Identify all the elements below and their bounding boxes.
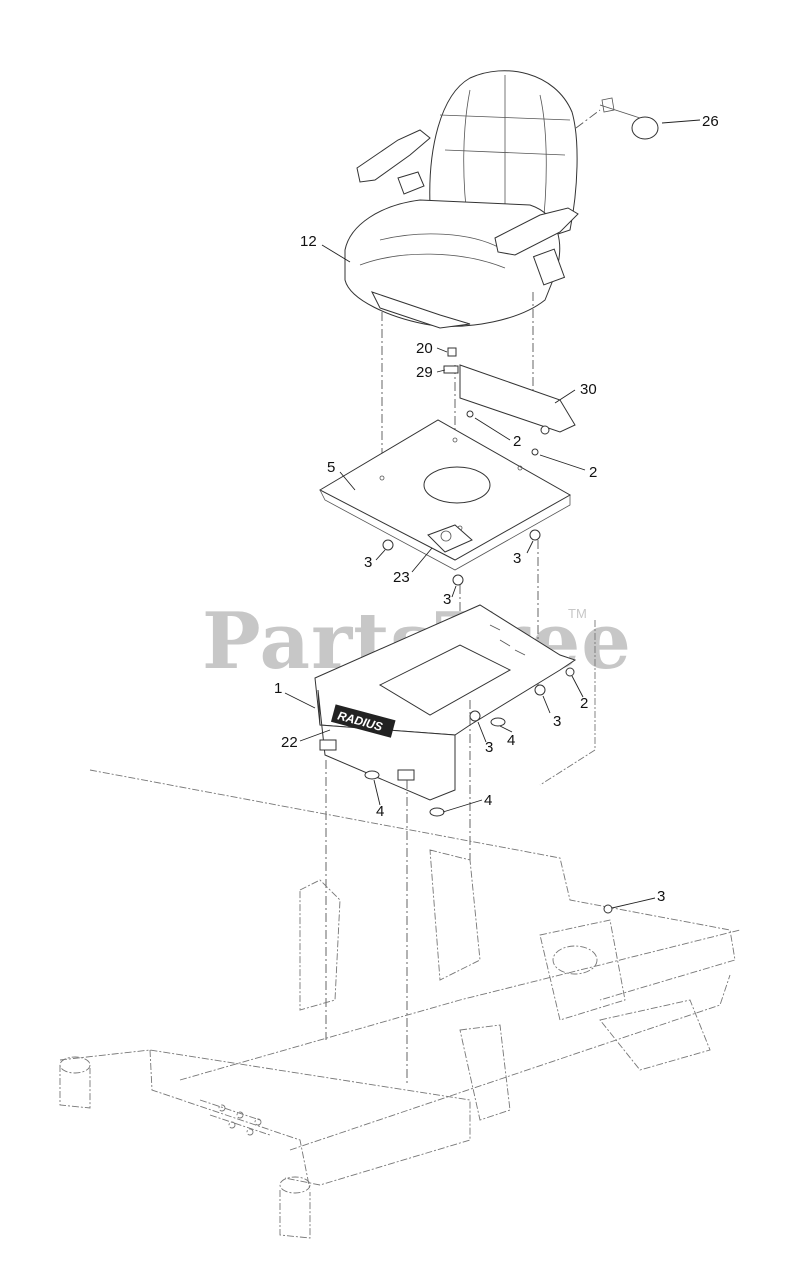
nuts-3: [382, 529, 541, 586]
callout-2-base: 2: [580, 695, 588, 712]
callout-20: 20: [416, 340, 433, 357]
callout-1: 1: [274, 680, 282, 697]
callout-labels: 26 12 20 29 30 2 2 5 3 23 3 3 1 22 2 3 3…: [274, 113, 719, 905]
callout-22: 22: [281, 734, 298, 751]
callout-5: 5: [327, 459, 335, 476]
leader-lines: [284, 119, 701, 909]
callout-2-plate: 2: [589, 464, 597, 481]
callout-2-upper: 2: [513, 433, 521, 450]
part-2-pin: [466, 410, 474, 418]
part-30-plate: [459, 364, 576, 433]
hardware-20-29: [443, 347, 459, 374]
callout-3-base-center: 3: [485, 739, 493, 756]
callout-3-left: 3: [364, 554, 372, 571]
seat-assembly: [344, 70, 579, 329]
hardware-base: [364, 667, 575, 817]
callout-3-frame: 3: [657, 888, 665, 905]
mower-frame: [59, 769, 741, 1239]
callout-3-right: 3: [513, 550, 521, 567]
callout-30: 30: [580, 381, 597, 398]
callout-12: 12: [300, 233, 317, 250]
callout-26: 26: [702, 113, 719, 130]
callout-4-base-center: 4: [507, 732, 515, 749]
part-26-knob: [575, 97, 659, 140]
callout-3-base-right: 3: [553, 713, 561, 730]
part-2-pin: [531, 448, 539, 456]
part-1-base-bracket: RADIUS: [314, 604, 577, 801]
callout-29: 29: [416, 364, 433, 381]
part-23-decal: [427, 524, 473, 553]
callout-4-base-left: 4: [376, 803, 384, 820]
callout-3-center: 3: [443, 591, 451, 608]
bracket-frame: [539, 620, 596, 786]
part-5-seat-plate: [318, 419, 572, 571]
callout-23: 23: [393, 569, 410, 586]
callout-4-base-right: 4: [484, 792, 492, 809]
watermark-trademark: TM: [568, 606, 587, 621]
part-30-hole: [540, 425, 550, 435]
